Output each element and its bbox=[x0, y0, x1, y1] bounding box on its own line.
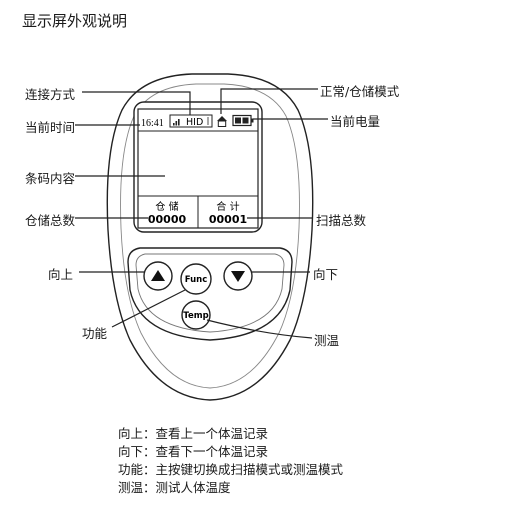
house-icon bbox=[217, 116, 227, 127]
down-arrow-icon bbox=[231, 271, 245, 282]
description-up: 向上：查看上一个体温记录 bbox=[118, 426, 269, 441]
leader-temp bbox=[206, 319, 313, 339]
storage-value: 00000 bbox=[148, 213, 187, 226]
label-barcode-content: 条码内容 bbox=[25, 171, 76, 186]
temp-label: Temp bbox=[183, 311, 208, 321]
func-label: Func bbox=[185, 275, 208, 285]
leader-function bbox=[111, 289, 186, 328]
leader-mode bbox=[220, 88, 318, 114]
storage-label: 仓 储 bbox=[155, 200, 178, 213]
label-function: 功能 bbox=[82, 326, 108, 341]
label-connection-mode: 连接方式 bbox=[25, 87, 76, 102]
screen-connection: HID bbox=[186, 117, 203, 128]
total-label: 合 计 bbox=[216, 200, 239, 213]
page-title: 显示屏外观说明 bbox=[22, 12, 128, 30]
func-button bbox=[180, 263, 212, 295]
description-temperature: 测温：测试人体温度 bbox=[118, 480, 231, 495]
temp-button bbox=[181, 300, 211, 330]
signal-icon bbox=[173, 119, 180, 126]
up-arrow-icon bbox=[151, 270, 165, 281]
description-list: 向上：查看上一个体温记录 向下：查看下一个体温记录 功能：主按键切换成扫描模式或… bbox=[118, 425, 343, 497]
description-function: 功能：主按键切换成扫描模式或测温模式 bbox=[118, 462, 344, 477]
label-temperature: 测温 bbox=[314, 333, 340, 348]
description-down: 向下：查看下一个体温记录 bbox=[118, 444, 269, 459]
label-up: 向上 bbox=[48, 267, 74, 282]
label-battery: 当前电量 bbox=[330, 114, 381, 129]
battery-icon bbox=[232, 114, 254, 127]
connection-box bbox=[169, 114, 213, 128]
screen-time: 16:41 bbox=[141, 118, 164, 129]
total-value: 00001 bbox=[209, 213, 247, 226]
label-storage-total: 仓储总数 bbox=[25, 213, 76, 228]
label-current-time: 当前时间 bbox=[25, 120, 76, 135]
label-scan-total: 扫描总数 bbox=[316, 213, 367, 228]
leader-connection bbox=[82, 91, 191, 115]
label-down: 向下 bbox=[313, 267, 339, 282]
label-normal-storage-mode: 正常/仓储模式 bbox=[320, 84, 400, 99]
